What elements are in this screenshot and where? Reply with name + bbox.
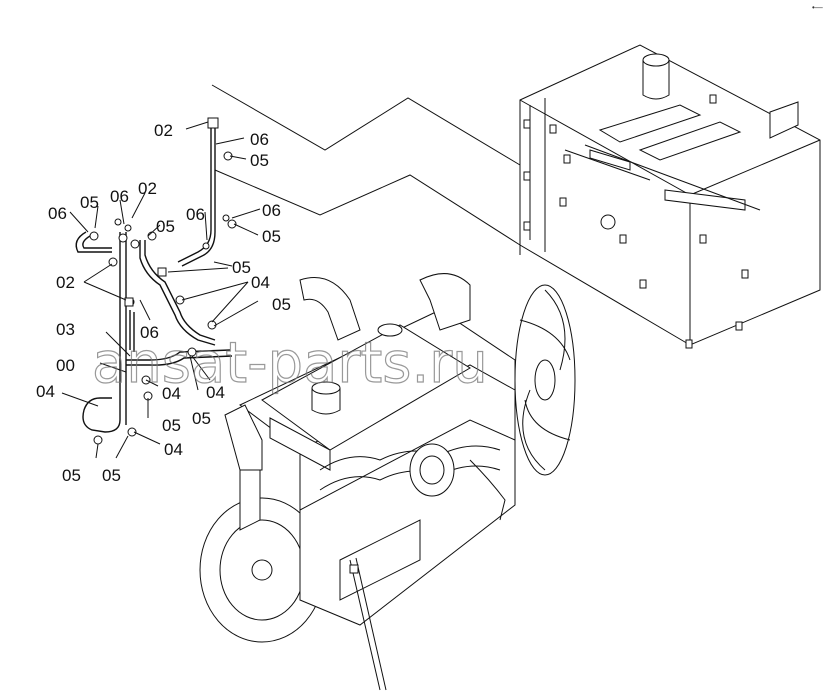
callout-label: 02: [154, 121, 173, 140]
engine-assembly: [199, 273, 576, 691]
callout-label: 05: [156, 217, 175, 236]
callout-label: 05: [80, 193, 99, 212]
callout-label: 06: [140, 323, 159, 342]
corner-mark: •—: [812, 3, 823, 12]
callout-label: 05: [102, 466, 121, 485]
callout-label: 05: [262, 227, 281, 246]
cooling-fan: [514, 284, 576, 476]
callout-label: 04: [36, 382, 55, 401]
callout-label: 05: [272, 295, 291, 314]
callout-label: 03: [56, 320, 75, 339]
callout-label: 05: [62, 466, 81, 485]
callout-labels: 02 06 05 06 05 06 02 05 06 06 05 05 04 0…: [36, 121, 291, 485]
callout-label: 02: [138, 179, 157, 198]
leader-lines: [61, 121, 261, 459]
callout-label: 05: [232, 258, 251, 277]
callout-label: 06: [262, 201, 281, 220]
callout-label: 05: [192, 409, 211, 428]
callout-label: 00: [56, 356, 75, 375]
watermark-text: ansat-parts.ru: [92, 331, 488, 396]
callout-label: 06: [48, 204, 67, 223]
callout-label: 04: [251, 273, 270, 292]
callout-label: 05: [250, 151, 269, 170]
callout-label: 06: [186, 205, 205, 224]
callout-label: 04: [164, 440, 183, 459]
callout-label: 04: [162, 384, 181, 403]
pipe-assembly: [75, 117, 237, 445]
callout-label: 05: [162, 416, 181, 435]
break-lines: [211, 84, 521, 246]
radiator-assembly: [519, 44, 821, 349]
callout-label: 06: [110, 187, 129, 206]
callout-label: 04: [206, 383, 225, 402]
callout-label: 02: [56, 273, 75, 292]
callout-label: 06: [250, 130, 269, 149]
